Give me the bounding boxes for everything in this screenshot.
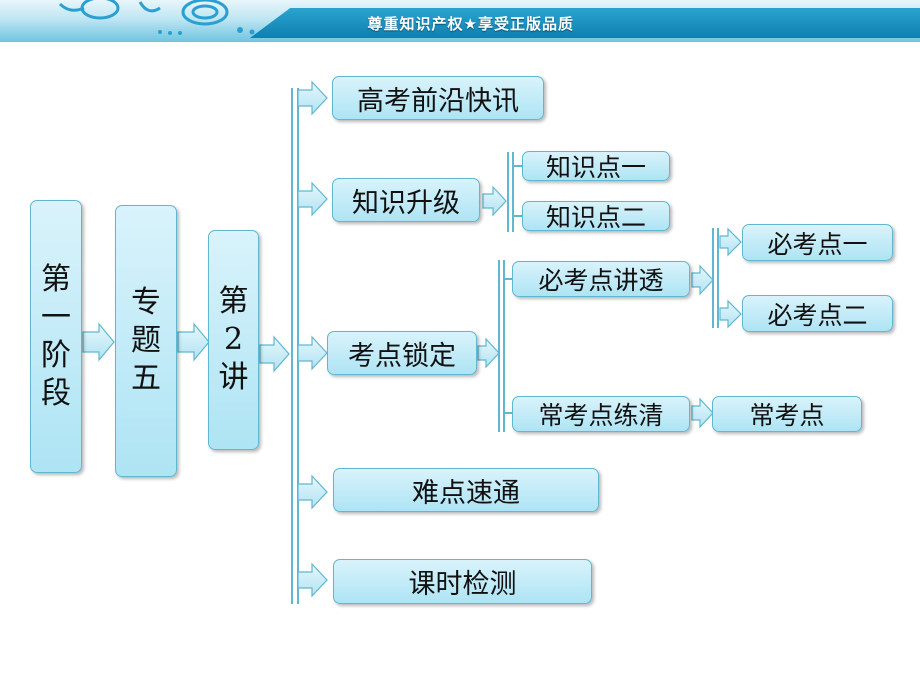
arrow-icon bbox=[297, 80, 328, 116]
item-label: 知识点二 bbox=[545, 203, 646, 232]
stage-char: 一 bbox=[41, 299, 71, 335]
arrow-icon bbox=[259, 335, 290, 373]
arrow-icon bbox=[719, 299, 742, 329]
section-knowledge[interactable]: 知识升级 bbox=[332, 178, 480, 222]
item-label: 必考点讲透 bbox=[538, 266, 664, 295]
must-point-two[interactable]: 必考点二 bbox=[742, 295, 893, 332]
item-label: 必考点一 bbox=[767, 229, 868, 259]
section-testing[interactable]: 课时检测 bbox=[333, 559, 592, 604]
lecture-char: 第 bbox=[218, 284, 249, 319]
arrow-icon bbox=[477, 337, 500, 369]
must-point-one[interactable]: 必考点一 bbox=[742, 224, 893, 261]
arrow-icon bbox=[177, 322, 210, 362]
lecture-two-box[interactable]: 第 2 讲 bbox=[208, 230, 259, 450]
knowledge-point-one[interactable]: 知识点一 bbox=[522, 151, 670, 182]
header-banner: 尊重知识产权★享受正版品质 bbox=[0, 0, 920, 42]
arrow-icon bbox=[691, 397, 714, 429]
knowledge-point-two[interactable]: 知识点二 bbox=[522, 201, 670, 232]
arrow-icon bbox=[82, 322, 115, 362]
arrow-icon bbox=[297, 335, 328, 371]
section-label: 难点速通 bbox=[412, 477, 520, 509]
arrow-icon bbox=[297, 474, 328, 510]
stage-char: 阶 bbox=[41, 337, 71, 373]
stage-char: 第 bbox=[41, 261, 71, 297]
banner-band bbox=[250, 8, 920, 38]
lecture-char: 讲 bbox=[218, 360, 249, 395]
section-difficulty[interactable]: 难点速通 bbox=[333, 468, 599, 512]
arrow-icon bbox=[297, 181, 328, 217]
stage-char: 段 bbox=[41, 375, 71, 411]
banner-slogan: 尊重知识产权★享受正版品质 bbox=[367, 15, 574, 33]
item-label: 必考点二 bbox=[767, 300, 868, 330]
topic-char: 五 bbox=[131, 361, 161, 396]
arrow-icon bbox=[297, 562, 328, 598]
arrow-icon bbox=[691, 264, 714, 296]
stage-one-box[interactable]: 第 一 阶 段 bbox=[30, 200, 82, 473]
arrow-icon bbox=[482, 185, 507, 217]
item-label: 常考点 bbox=[749, 401, 825, 430]
common-points-box[interactable]: 常考点练清 bbox=[512, 396, 690, 432]
topic-char: 专 bbox=[131, 285, 161, 320]
arrow-icon bbox=[719, 227, 742, 257]
section-label: 课时检测 bbox=[408, 569, 517, 600]
section-label: 考点锁定 bbox=[348, 340, 456, 372]
section-label: 知识升级 bbox=[352, 187, 460, 219]
topic-char: 题 bbox=[131, 323, 161, 358]
section-exam-points[interactable]: 考点锁定 bbox=[327, 331, 477, 375]
topic-five-box[interactable]: 专 题 五 bbox=[115, 205, 177, 477]
item-label: 常考点练清 bbox=[538, 401, 664, 430]
common-point-leaf[interactable]: 常考点 bbox=[712, 396, 862, 432]
lecture-char: 2 bbox=[223, 322, 244, 357]
section-label: 高考前沿快讯 bbox=[357, 85, 519, 117]
section-frontier[interactable]: 高考前沿快讯 bbox=[332, 76, 544, 120]
must-points-box[interactable]: 必考点讲透 bbox=[512, 261, 690, 297]
item-label: 知识点一 bbox=[545, 153, 646, 182]
